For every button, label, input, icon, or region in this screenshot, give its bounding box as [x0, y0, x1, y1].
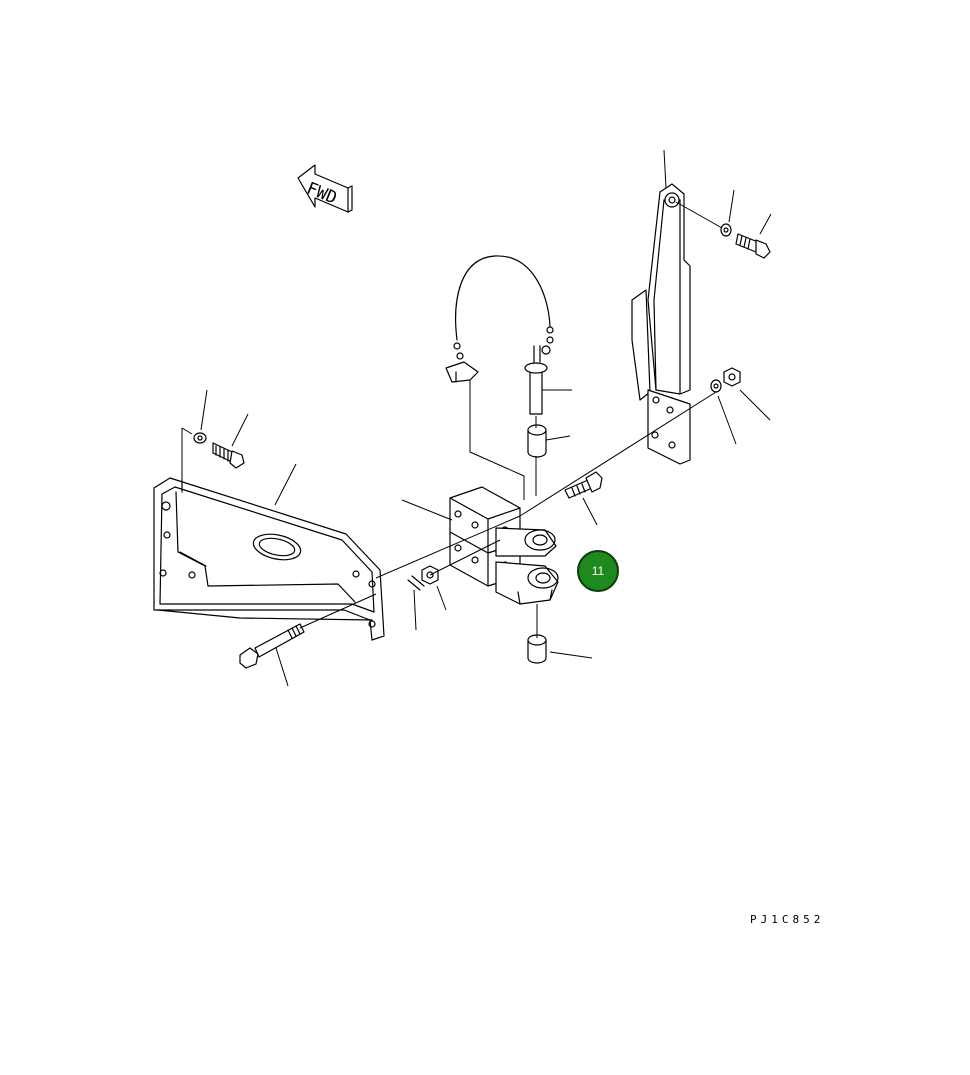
- right-washer: [710, 379, 722, 393]
- clevis-bolt: [564, 471, 603, 499]
- clevis-yoke: [495, 527, 559, 605]
- right-nut: [723, 367, 741, 387]
- assembly-lines: [181, 201, 723, 638]
- retaining-clip: [445, 361, 479, 383]
- lower-bushing: [527, 634, 547, 664]
- fwd-arrow-icon: FWD: [297, 164, 353, 213]
- right-top-bolt: [735, 233, 771, 259]
- upper-bushing: [527, 424, 547, 458]
- drawing-code: PJ1C852: [750, 913, 825, 926]
- pin: [524, 326, 554, 415]
- center-washer: [407, 575, 425, 591]
- retaining-wire: [453, 255, 551, 360]
- left-bolt: [212, 442, 245, 469]
- left-washer: [193, 432, 207, 444]
- right-top-washer: [720, 223, 732, 237]
- callout-marker[interactable]: 11: [577, 550, 619, 592]
- right-arm: [631, 183, 691, 465]
- left-bracket: [153, 477, 385, 641]
- leader-lines: [200, 149, 772, 687]
- long-bolt: [239, 623, 305, 669]
